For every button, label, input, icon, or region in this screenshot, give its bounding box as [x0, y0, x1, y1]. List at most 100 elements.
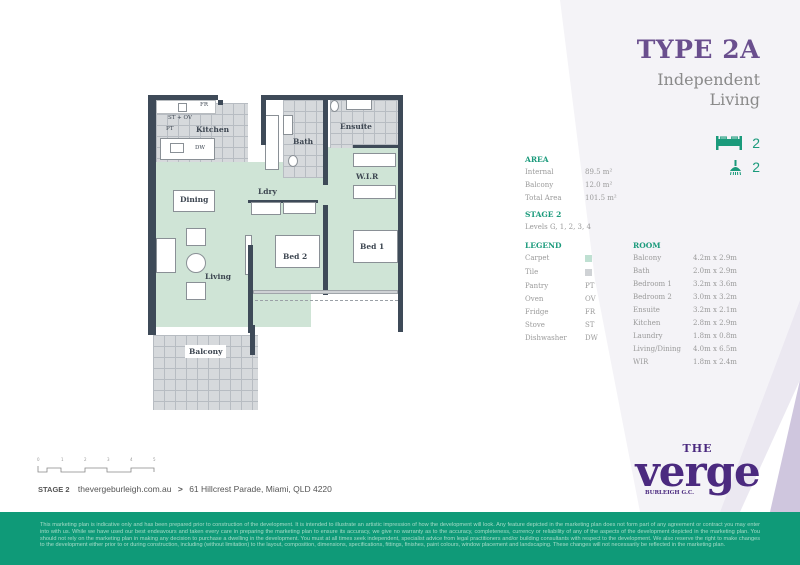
wall-ensuite-bottom: [353, 145, 398, 148]
logo-verge: verge: [635, 447, 760, 496]
wall-bath-left: [261, 95, 266, 145]
svg-text:3: 3: [107, 457, 110, 462]
svg-text:5: 5: [153, 457, 156, 462]
stage-section: STAGE 2 Levels G, 1, 2, 3, 4: [525, 209, 591, 234]
label-dining: Dining: [180, 195, 209, 204]
laundry-wall: [248, 200, 318, 203]
boundary-dashed-line: [255, 300, 398, 301]
wir-shelf-top: [353, 153, 396, 167]
legend-row-carpet: Carpet: [525, 252, 598, 265]
label-bath: Bath: [293, 137, 314, 146]
wall-kitchen-top: [218, 100, 223, 105]
disclaimer-text: This marketing plan is indicative only a…: [40, 522, 760, 549]
label-laundry: Ldry: [258, 187, 277, 196]
wall-outer-right: [398, 95, 403, 332]
scale-bar: 0 1 2 3 4 5: [37, 457, 156, 473]
linen-cupboard: [265, 115, 279, 170]
label-living: Living: [205, 272, 232, 281]
separator-icon: >: [177, 484, 183, 494]
title-block: TYPE 2A Independent Living: [637, 36, 760, 110]
kitchen-island: [160, 138, 215, 160]
label-wir: W.I.R: [356, 172, 379, 181]
the-verge-logo: THE verge BURLEIGH G.C.: [630, 443, 765, 497]
bedroom-count: 2: [716, 131, 760, 155]
legend-row-tile: Tile: [525, 266, 598, 279]
bathroom-count-value: 2: [752, 159, 760, 175]
bath-vanity: [283, 115, 293, 135]
website-link[interactable]: thevergeburleigh.com.au: [77, 484, 172, 494]
wall-living-right: [248, 245, 253, 333]
label-bed2: Bed 2: [283, 252, 308, 261]
window-bedrooms: [253, 290, 398, 294]
unit-category-line1: Independent: [657, 70, 760, 89]
laundry-tub: [251, 202, 281, 215]
bathroom-count: 2: [716, 155, 760, 179]
svg-text:4: 4: [130, 457, 133, 462]
cooktop: [178, 103, 187, 112]
sofa: [156, 238, 176, 273]
stage-heading: STAGE 2: [525, 210, 562, 219]
stage-levels: Levels G, 1, 2, 3, 4: [525, 223, 591, 231]
disclaimer-footer: This marketing plan is indicative only a…: [0, 512, 800, 565]
legend-heading: LEGEND: [525, 241, 562, 250]
label-bed1: Bed 1: [360, 242, 385, 251]
svg-text:2: 2: [84, 457, 87, 462]
room-heading: ROOM: [633, 241, 661, 250]
bath-toilet: [288, 155, 298, 167]
shower-icon: [730, 159, 741, 175]
area-heading: AREA: [525, 155, 549, 164]
unit-type-title: TYPE 2A: [636, 35, 760, 64]
label-kitchen: Kitchen: [196, 125, 230, 134]
svg-text:1: 1: [61, 457, 64, 462]
logo-the: THE: [682, 442, 713, 455]
wall-balcony-right: [250, 325, 255, 355]
footer-stage: STAGE 2: [38, 485, 70, 494]
bedroom-count-value: 2: [752, 135, 760, 151]
project-address-line: STAGE 2 thevergeburleigh.com.au > 61 Hil…: [38, 484, 332, 494]
ensuite-toilet: [330, 100, 339, 112]
wall-outer-left: [148, 95, 156, 335]
address: 61 Hillcrest Parade, Miami, QLD 4220: [189, 484, 332, 494]
kitchen-sink: [170, 143, 184, 153]
svg-text:0: 0: [37, 457, 40, 462]
bed2: [275, 235, 320, 268]
label-balcony: Balcony: [185, 345, 227, 358]
wall-outer-top-left: [148, 95, 218, 100]
bed1: [353, 230, 398, 263]
carpet-swatch: [585, 255, 592, 262]
logo-tagline: BURLEIGH G.C.: [645, 490, 695, 496]
tile-swatch: [585, 269, 592, 276]
wall-bath-ensuite: [323, 95, 328, 185]
floor-plan: Kitchen Bath Ensuite W.I.R Dining Ldry L…: [148, 95, 403, 410]
armchair-bottom: [186, 282, 206, 300]
label-pantry: PT: [166, 126, 174, 132]
bed1-wir-area: [328, 147, 398, 290]
unit-category-line2: Living: [709, 90, 760, 109]
armchair-top: [186, 228, 206, 246]
wall-outer-top-right: [263, 95, 403, 100]
dining-table: [173, 190, 215, 212]
wir-shelf-bottom: [353, 185, 396, 199]
label-ensuite: Ensuite: [340, 122, 372, 131]
label-stove-oven: ST + OV: [168, 115, 192, 121]
wall-bed-divider: [323, 205, 328, 295]
